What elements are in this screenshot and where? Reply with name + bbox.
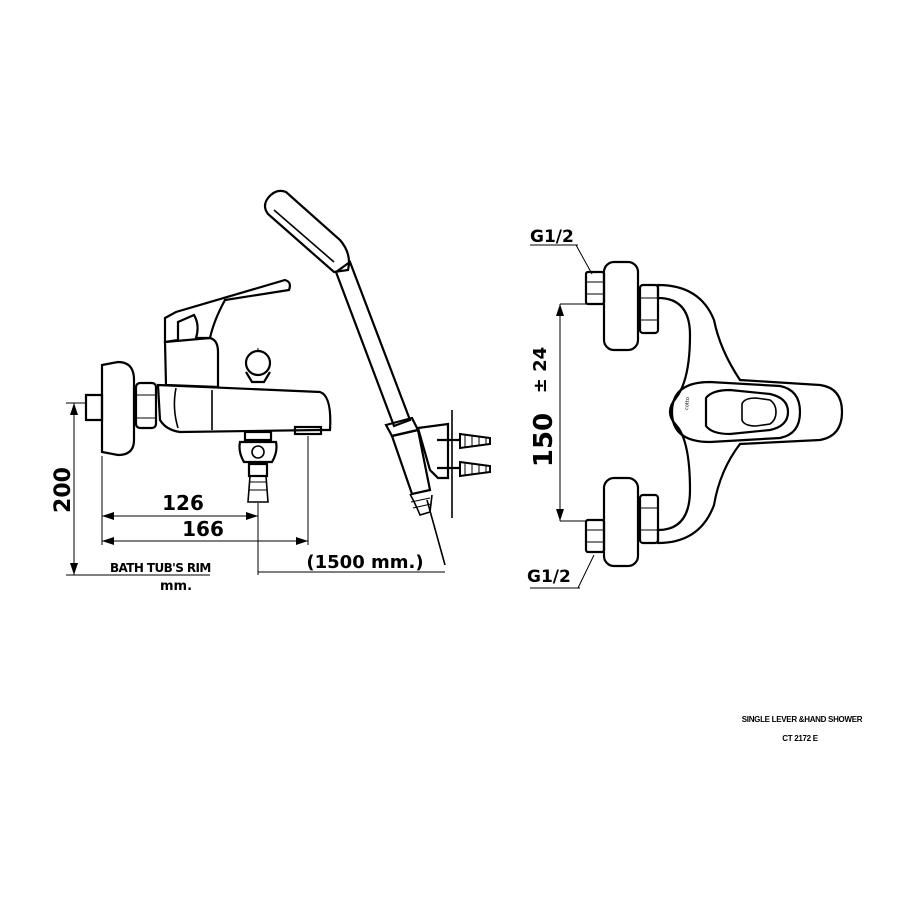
model-number: CT 2172 E	[782, 734, 819, 743]
front-view-mixer: cotto	[584, 260, 844, 568]
thread-label-bottom: G1/2	[527, 567, 571, 587]
drawing-title: SINGLE LEVER &HAND SHOWER	[742, 715, 863, 724]
dim-height-200: 200	[51, 467, 76, 513]
front-view-dimensions	[530, 244, 595, 589]
rim-label: BATH TUB'S RIM	[110, 561, 211, 575]
hand-shower	[263, 189, 446, 566]
dim-tolerance: ± 24	[530, 347, 551, 393]
thread-label-top: G1/2	[530, 227, 574, 247]
dim-width-126: 126	[162, 491, 204, 515]
svg-text:cotto: cotto	[684, 397, 691, 410]
side-view-mixer	[84, 278, 332, 503]
dim-hose-length: (1500 mm.)	[306, 552, 423, 573]
dim-spacing-150: 150	[529, 413, 559, 467]
shower-wall-holder	[416, 410, 491, 518]
dim-width-166: 166	[182, 517, 224, 541]
side-view-dimensions	[66, 402, 445, 576]
unit-label: mm.	[160, 579, 192, 594]
